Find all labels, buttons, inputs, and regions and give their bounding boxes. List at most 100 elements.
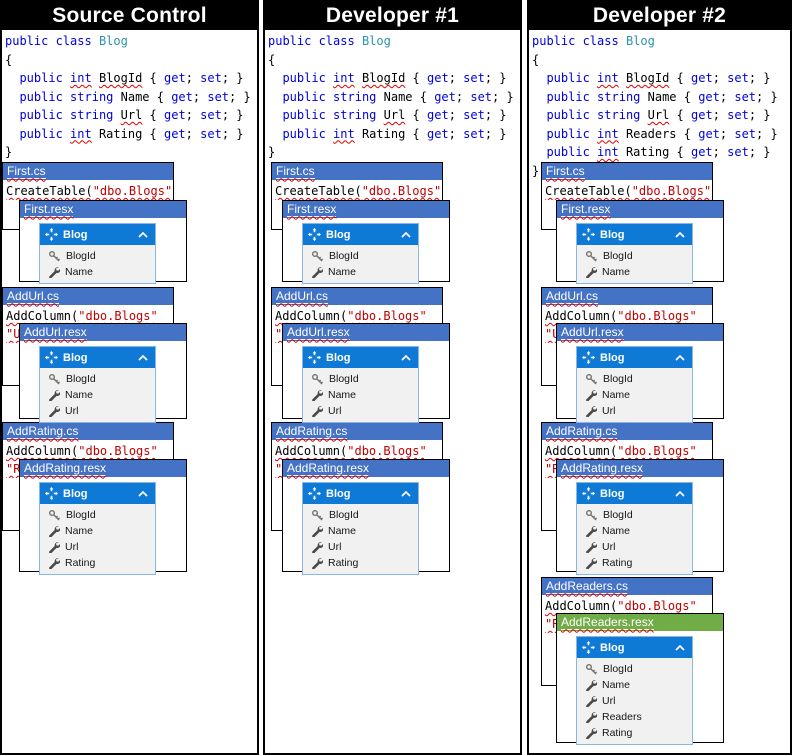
code-token: public xyxy=(546,126,590,141)
code-token: get xyxy=(427,108,449,122)
column-name: Url xyxy=(602,541,616,553)
window-titlebar[interactable]: First.resx xyxy=(283,201,449,218)
wrench-icon xyxy=(48,541,60,553)
code-token xyxy=(532,71,546,85)
entity-table-header: Blog xyxy=(577,483,692,504)
chevron-up-icon[interactable] xyxy=(401,354,411,361)
chevron-up-icon[interactable] xyxy=(401,490,411,497)
wrench-icon xyxy=(311,266,323,278)
key-icon xyxy=(48,373,61,386)
code-token: { xyxy=(268,52,276,67)
code-line: { xyxy=(268,51,514,70)
code-token xyxy=(268,108,282,122)
window-titlebar[interactable]: AddUrl.resx xyxy=(20,324,186,341)
code-line: public class Blog xyxy=(532,32,778,51)
code-token: CreateTable( xyxy=(6,184,93,198)
chevron-up-icon[interactable] xyxy=(675,490,685,497)
window-titlebar[interactable]: AddRating.cs xyxy=(542,423,712,440)
code-token: BlogId xyxy=(361,71,406,85)
table-row: Name xyxy=(577,523,692,539)
window-titlebar[interactable]: First.resx xyxy=(20,201,186,218)
key-icon xyxy=(585,373,598,386)
window-titlebar[interactable]: AddRating.cs xyxy=(3,423,173,440)
column-name: Url xyxy=(602,405,616,417)
code-token: ; } xyxy=(221,71,244,85)
window-title: AddRating.resx xyxy=(24,460,107,476)
code-token: public xyxy=(5,34,56,48)
column-name: Url xyxy=(65,541,79,553)
column-name: BlogId xyxy=(603,373,633,385)
chevron-up-icon[interactable] xyxy=(675,231,685,238)
chevron-up-icon[interactable] xyxy=(675,354,685,361)
window-titlebar[interactable]: AddUrl.cs xyxy=(542,288,712,305)
window-titlebar[interactable]: AddReaders.cs xyxy=(542,578,712,595)
window-title: AddUrl.cs xyxy=(7,288,60,304)
window-titlebar[interactable]: AddUrl.cs xyxy=(3,288,173,305)
class-code-block: public class Blog{ public int BlogId { g… xyxy=(532,32,778,180)
table-title: Blog xyxy=(600,351,625,364)
chevron-up-icon[interactable] xyxy=(138,231,148,238)
code-line: AddColumn("dbo.Blogs" xyxy=(545,307,712,325)
table-row: Rating xyxy=(577,725,692,741)
window-titlebar[interactable]: AddUrl.resx xyxy=(557,324,723,341)
table-title: Blog xyxy=(326,228,351,241)
code-token xyxy=(113,108,120,122)
code-token xyxy=(326,71,333,85)
code-token: ; xyxy=(185,71,201,85)
table-title: Blog xyxy=(326,351,351,364)
window-title: First.resx xyxy=(561,201,611,217)
window-titlebar[interactable]: First.cs xyxy=(542,163,712,180)
entity-icon xyxy=(582,351,595,364)
column-name: BlogId xyxy=(329,373,359,385)
table-title: Blog xyxy=(63,228,88,241)
code-token xyxy=(5,90,19,104)
entity-table-header: Blog xyxy=(303,224,418,245)
key-icon xyxy=(585,663,598,676)
code-token xyxy=(92,71,99,85)
window-titlebar[interactable]: First.cs xyxy=(272,163,442,180)
window-titlebar[interactable]: First.resx xyxy=(557,201,723,218)
table-row: BlogId xyxy=(577,507,692,523)
window-titlebar[interactable]: AddRating.cs xyxy=(272,423,442,440)
column-name: Name xyxy=(65,525,94,537)
code-token: get xyxy=(698,126,720,141)
code-token xyxy=(63,71,70,85)
wrench-icon xyxy=(311,389,323,401)
table-row: BlogId xyxy=(40,248,155,264)
window-titlebar[interactable]: AddRating.resx xyxy=(283,460,449,477)
code-token: get xyxy=(434,89,456,104)
wrench-icon xyxy=(311,525,323,537)
code-token xyxy=(5,127,19,141)
window-titlebar[interactable]: AddRating.resx xyxy=(20,460,186,477)
window-title: AddUrl.resx xyxy=(561,324,624,340)
key-icon xyxy=(585,250,598,263)
code-token: ; xyxy=(719,126,735,141)
code-token xyxy=(268,90,282,104)
code-line: public int BlogId { get; set; } xyxy=(268,69,514,88)
window-titlebar[interactable]: AddRating.resx xyxy=(557,460,723,477)
column-name: BlogId xyxy=(66,373,96,385)
column-name: BlogId xyxy=(603,663,633,675)
code-line: public int Readers { get; set; } xyxy=(532,125,777,144)
window-titlebar[interactable]: First.cs xyxy=(3,163,173,180)
code-token: ; } xyxy=(229,89,251,104)
window-titlebar[interactable]: AddUrl.cs xyxy=(272,288,442,305)
chevron-up-icon[interactable] xyxy=(401,231,411,238)
chevron-up-icon[interactable] xyxy=(138,490,148,497)
window-titlebar[interactable]: AddUrl.resx xyxy=(283,324,449,341)
chevron-up-icon[interactable] xyxy=(675,644,685,651)
code-line: } xyxy=(5,143,251,162)
window-title: AddRating.cs xyxy=(546,423,618,439)
code-line: public string Url { get; set; } xyxy=(268,106,514,125)
window-titlebar[interactable]: AddReaders.resx xyxy=(557,614,723,631)
table-row: BlogId xyxy=(303,371,418,387)
chevron-up-icon[interactable] xyxy=(138,354,148,361)
window-title: AddReaders.resx xyxy=(561,614,654,630)
code-line: public int BlogId { get; set; } xyxy=(532,69,778,88)
